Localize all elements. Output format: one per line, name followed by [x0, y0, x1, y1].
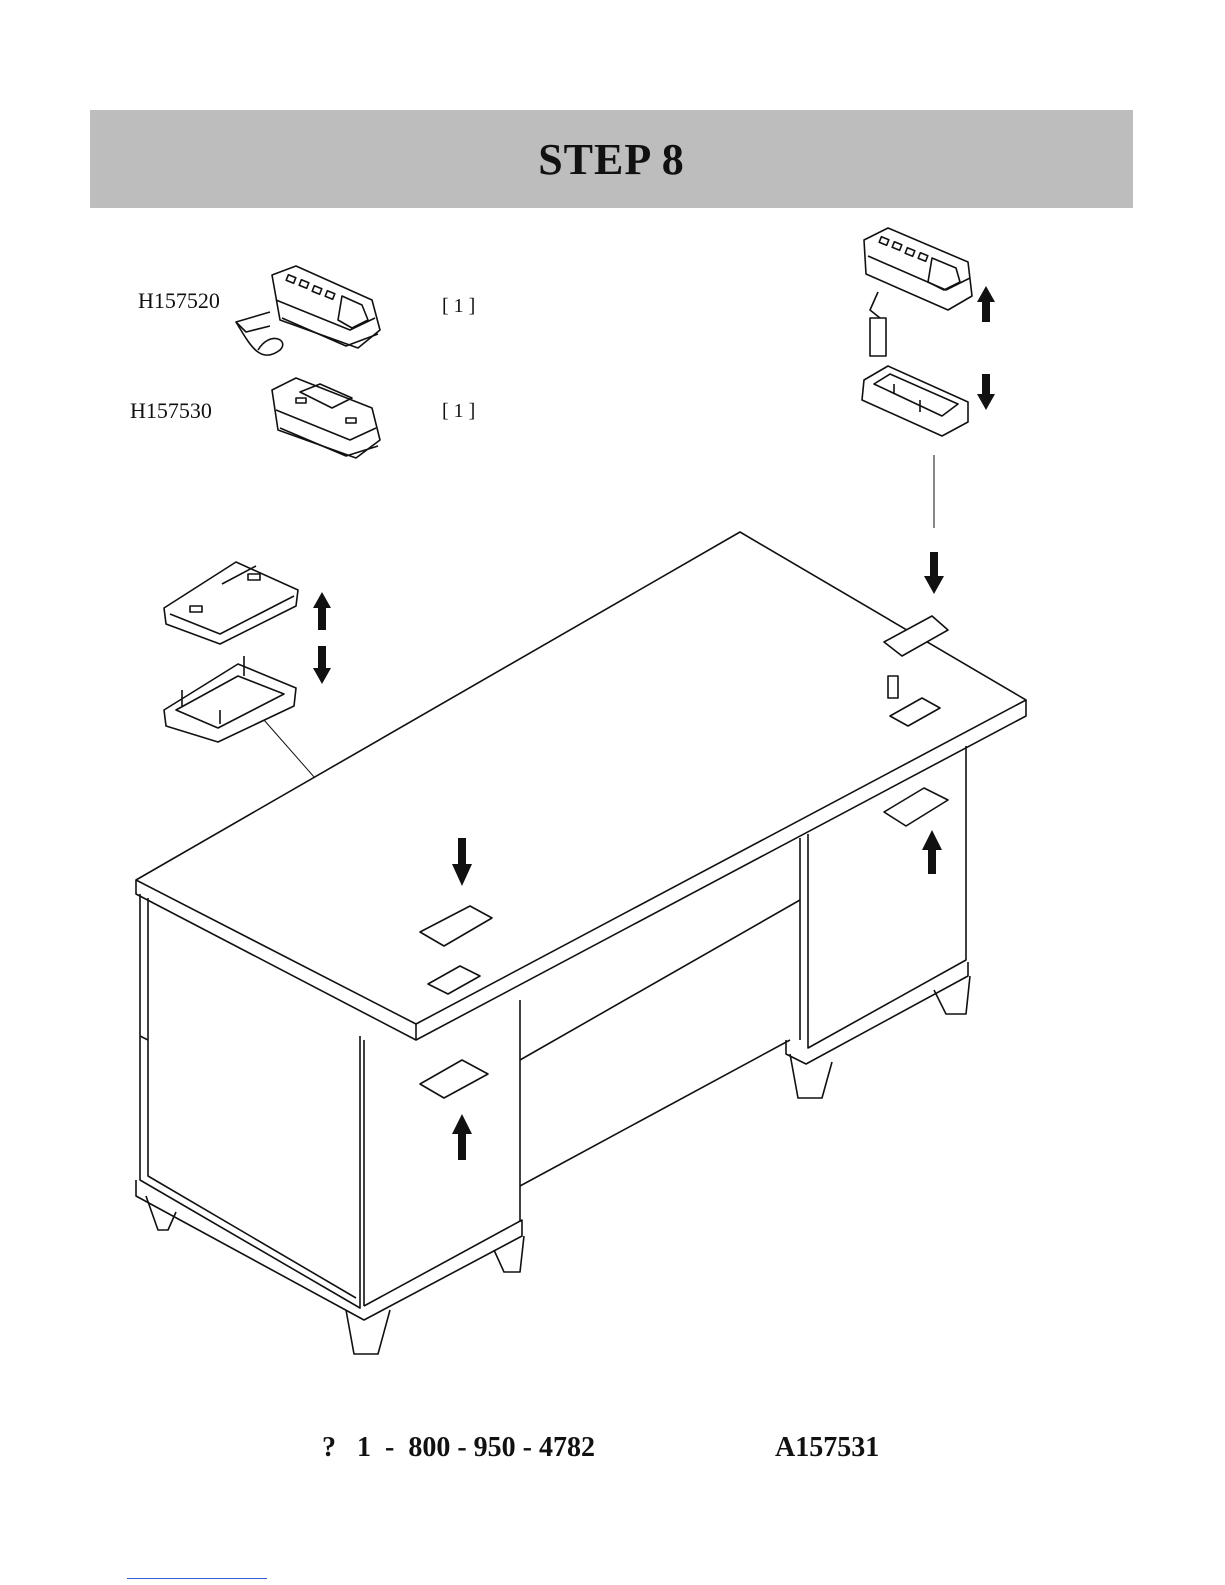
grommet-ring-exploded-icon	[862, 366, 968, 436]
usb-hub-part-icon	[236, 266, 380, 355]
arrow-down-icon	[924, 552, 944, 594]
arrow-down-icon	[977, 374, 995, 410]
arrow-up-icon	[922, 830, 942, 874]
arrow-up-icon	[452, 1114, 472, 1160]
phone-number: 1 - 800 - 950 - 4782	[357, 1432, 595, 1463]
arrow-up-icon	[313, 592, 331, 630]
grommet-ring-left-exploded-icon	[164, 656, 296, 742]
phone-icon: ?	[322, 1432, 336, 1463]
desk-drawing	[136, 532, 1026, 1354]
footer-underline	[127, 1578, 267, 1579]
arrow-down-icon	[313, 646, 331, 684]
usb-hub-exploded-icon	[864, 228, 972, 356]
arrow-up-icon	[977, 286, 995, 322]
support-phone: ? 1 - 800 - 950 - 4782	[322, 1432, 595, 1464]
document-code: A157531	[775, 1432, 879, 1464]
blank-grommet-part-icon	[272, 378, 380, 458]
blank-grommet-exploded-icon	[164, 562, 298, 644]
